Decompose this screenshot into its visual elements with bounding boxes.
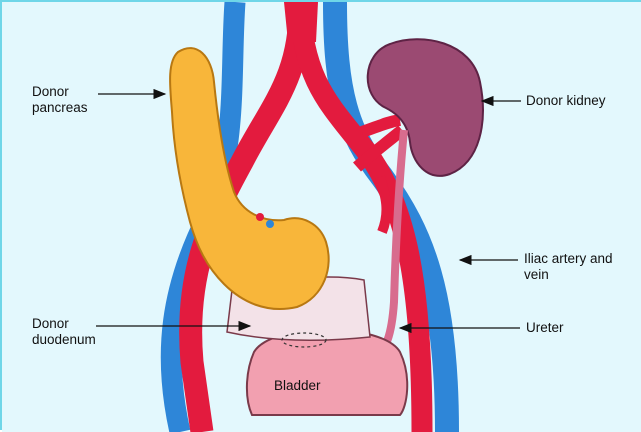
bladder-shape: [245, 328, 409, 416]
pancreas-shape: [169, 47, 330, 311]
kidney-shape: [366, 38, 484, 177]
pancreas-vessel-blue: [266, 220, 274, 228]
renal-artery: [360, 114, 402, 138]
label-ureter: Ureter: [526, 320, 564, 335]
left-artery: [179, 2, 312, 432]
label-donor-duodenum: Donor duodenum: [32, 316, 96, 347]
duodenum-anastomosis: [281, 332, 327, 348]
label-donor-pancreas: Donor pancreas: [32, 84, 88, 115]
pancreas-vessel-red: [256, 213, 264, 221]
renal-vein: [353, 125, 406, 172]
label-iliac-artery-and-vein: Iliac artery and vein: [524, 251, 613, 282]
iliac-connection: [375, 175, 392, 234]
label-bladder: Bladder: [274, 378, 321, 393]
label-donor-kidney: Donor kidney: [526, 93, 606, 108]
aorta-trunk: [284, 2, 318, 42]
